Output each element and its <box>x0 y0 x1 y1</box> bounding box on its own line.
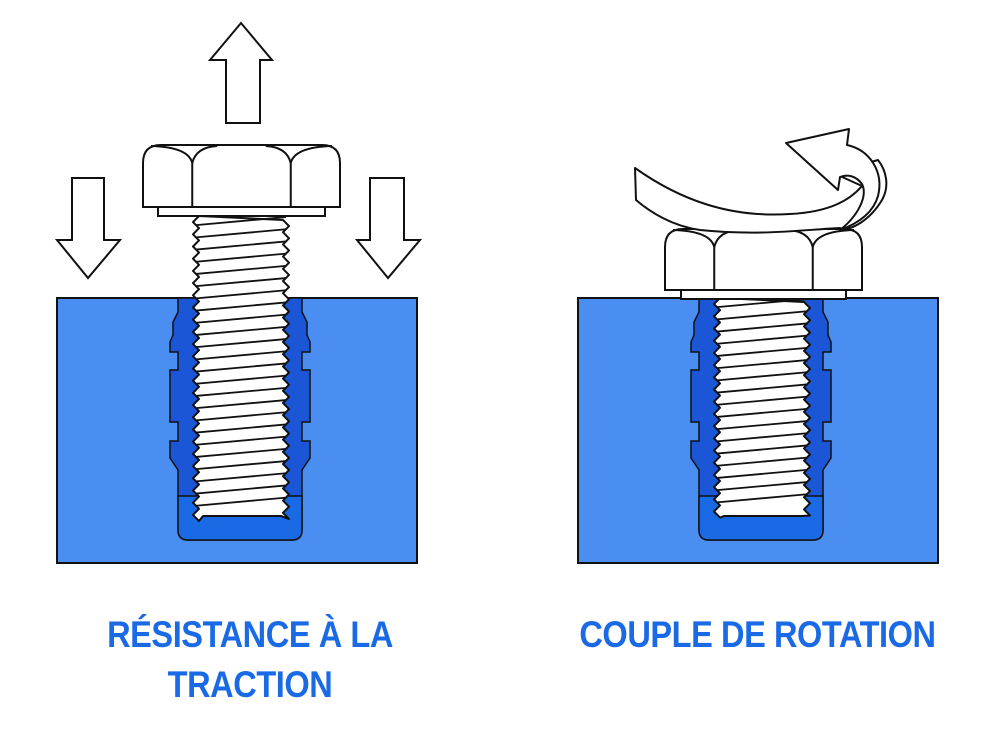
torque-thread-line <box>716 420 808 431</box>
torque-thread-line <box>716 493 808 504</box>
tensile-thread-line <box>195 484 287 495</box>
pull-up-arrow-icon <box>207 21 275 124</box>
torque-thread-line <box>716 371 808 382</box>
torque-thread-line <box>716 298 808 309</box>
tensile-caption: RÉSISTANCE À LA TRACTION <box>56 610 443 710</box>
tensile-thread-line <box>195 399 287 410</box>
tensile-thread-line <box>195 374 287 385</box>
tensile-thread-line <box>195 301 287 312</box>
tensile-thread-line <box>195 460 287 471</box>
push-down-arrow-left-icon <box>54 177 123 280</box>
tensile-thread-line <box>195 313 287 324</box>
tensile-thread-line <box>195 252 287 263</box>
torque-thread-line <box>716 359 808 370</box>
tensile-head-facet <box>265 145 292 164</box>
tensile-thread-line <box>195 447 287 458</box>
torque-thread-line <box>716 456 808 467</box>
tensile-thread-line <box>195 362 287 373</box>
torque-thread-line <box>716 310 808 321</box>
tensile-thread-line <box>195 386 287 397</box>
torque-thread-line <box>716 481 808 492</box>
tensile-panel <box>54 21 423 564</box>
torque-thread-line <box>716 407 808 418</box>
torque-thread-line <box>716 334 808 345</box>
tensile-thread-line <box>195 350 287 361</box>
rotation-arrow-head-icon <box>785 128 881 231</box>
tensile-thread-line <box>195 472 287 483</box>
tensile-thread-line <box>195 338 287 349</box>
push-down-arrow-right-icon <box>354 177 423 280</box>
torque-panel <box>577 128 939 564</box>
torque-thread-line <box>716 383 808 394</box>
torque-bolt-head <box>664 228 863 291</box>
tensile-caption-line-2: TRACTION <box>167 664 333 705</box>
tensile-washer <box>157 206 326 217</box>
tensile-bolt-head <box>142 144 341 208</box>
tensile-thread-line <box>195 277 287 288</box>
torque-thread-line <box>716 346 808 357</box>
tensile-thread-line <box>195 435 287 446</box>
tensile-thread-line <box>195 325 287 336</box>
torque-bolt-shank <box>713 297 811 519</box>
torque-caption: COUPLE DE ROTATION <box>549 610 967 660</box>
tensile-thread-line <box>195 216 287 227</box>
tensile-thread-line <box>195 228 287 239</box>
tensile-thread-line <box>195 264 287 275</box>
tensile-thread-line <box>195 240 287 251</box>
tensile-thread-line <box>195 496 287 507</box>
tensile-thread-line <box>195 289 287 300</box>
rotation-arrow-icon <box>634 159 888 234</box>
torque-thread-line <box>716 468 808 479</box>
tensile-caption-line-1: RÉSISTANCE À LA <box>107 614 393 655</box>
tensile-thread-line <box>195 411 287 422</box>
tensile-thread-line <box>195 423 287 434</box>
torque-caption-line-1: COUPLE DE ROTATION <box>579 614 936 655</box>
torque-thread-line <box>716 395 808 406</box>
torque-thread-line <box>716 444 808 455</box>
tensile-bolt-shank <box>192 215 290 522</box>
tensile-head-facet <box>191 145 218 164</box>
torque-thread-line <box>716 322 808 333</box>
torque-thread-line <box>716 432 808 443</box>
